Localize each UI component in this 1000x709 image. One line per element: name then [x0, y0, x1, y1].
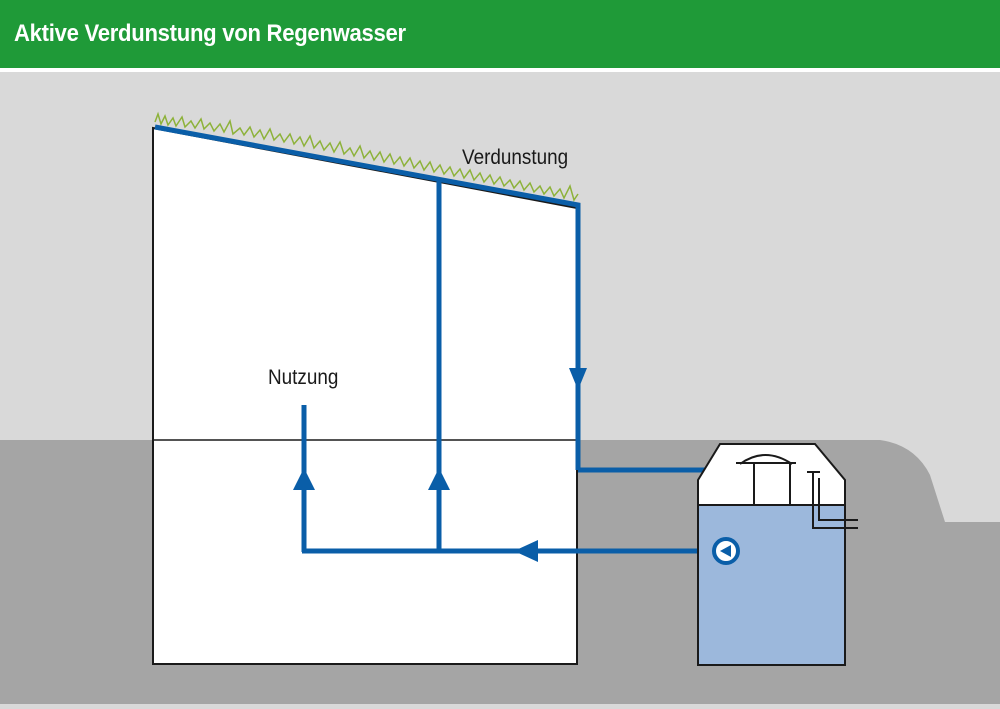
pump-icon: [712, 537, 740, 565]
flow-arrow-icon: [293, 468, 315, 490]
page-title: Aktive Verdunstung von Regenwasser: [14, 20, 406, 47]
diagram-svg: [0, 111, 1000, 704]
usage-label: Nutzung: [268, 366, 339, 389]
grass-roof-icon: [154, 111, 579, 202]
diagram-canvas: Verdunstung Nutzung: [0, 76, 1000, 704]
flow-arrow-icon: [428, 468, 450, 490]
evaporation-label: Verdunstung: [462, 146, 569, 169]
building: [152, 126, 578, 665]
cistern: [697, 443, 858, 666]
flow-arrow-icon: [569, 368, 587, 390]
flow-arrow-icon: [514, 540, 538, 562]
header-bar: Aktive Verdunstung von Regenwasser: [0, 0, 1000, 72]
